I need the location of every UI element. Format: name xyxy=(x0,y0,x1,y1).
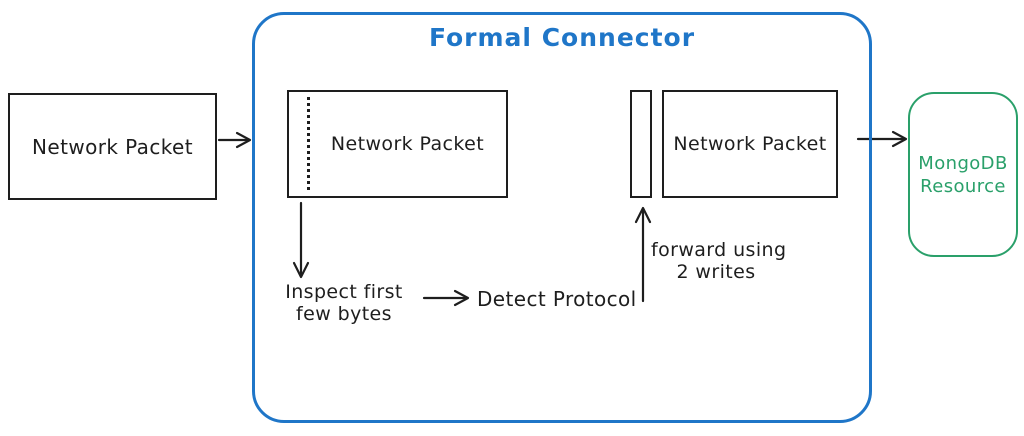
inspect-label-line2: few bytes xyxy=(296,303,392,325)
network-packet-input-box: Network Packet xyxy=(8,93,217,200)
mongodb-resource-label-line1: MongoDB xyxy=(918,152,1008,174)
network-packet-input-label: Network Packet xyxy=(32,134,193,159)
forward-label-line1: forward using xyxy=(651,239,787,261)
mongodb-resource-label-line2: Resource xyxy=(920,175,1006,197)
mongodb-resource-box: MongoDB Resource xyxy=(908,92,1018,257)
forward-using-writes-label: forward using 2 writes xyxy=(651,239,787,283)
detect-protocol-label: Detect Protocol xyxy=(477,287,637,311)
inspect-first-bytes-label: Inspect first few bytes xyxy=(283,281,405,325)
packet-header-slice-box xyxy=(630,90,652,198)
network-packet-inspected-label: Network Packet xyxy=(330,133,485,155)
input-arrow xyxy=(217,131,252,149)
inspect-label-line1: Inspect first xyxy=(285,281,403,303)
network-packet-output-box: Network Packet xyxy=(662,90,838,198)
network-packet-output-label: Network Packet xyxy=(673,133,827,155)
packet-header-dotted-line xyxy=(307,97,310,190)
network-packet-inspected-box: Network Packet xyxy=(287,90,508,198)
formal-connector-container: Formal Connector xyxy=(252,12,872,423)
formal-connector-title: Formal Connector xyxy=(428,23,696,52)
forward-label-line2: 2 writes xyxy=(676,261,756,283)
